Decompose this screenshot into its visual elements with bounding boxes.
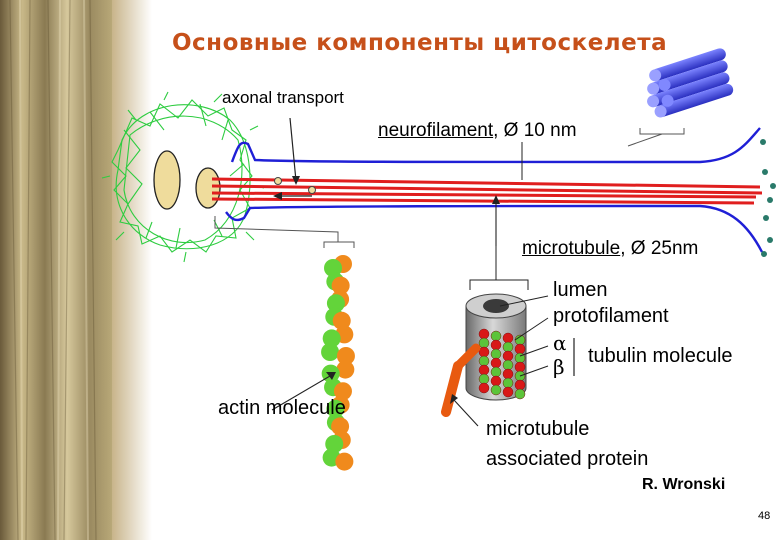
tubulin-subunit <box>478 373 490 385</box>
neurofilament-label: neurofilament, Ø 10 nm <box>378 120 577 142</box>
microtubule-size: , Ø 25nm <box>620 238 699 259</box>
tubulin-subunit <box>502 341 514 353</box>
tubulin-subunit <box>490 366 502 378</box>
actin-bead <box>331 276 350 295</box>
tubulin-subunit <box>514 388 526 400</box>
tubulin-molecule-label: tubulin molecule <box>588 345 733 367</box>
axon-membrane-bottom <box>225 204 764 253</box>
page-number: 48 <box>758 510 771 522</box>
map-protein-arm <box>453 343 481 371</box>
tubulin-subunit <box>478 328 490 340</box>
microtubule-label: microtubule, Ø 25nm <box>522 238 698 260</box>
actin-arrowhead <box>326 372 336 380</box>
map-label-line1: microtubule <box>486 418 590 440</box>
actin-bead <box>336 360 355 379</box>
tubulin-subunit <box>502 332 514 344</box>
tubulin-subunit <box>490 357 502 369</box>
synaptic-dots <box>760 139 776 257</box>
tubulin-subunit <box>514 379 526 391</box>
tubulin-subunit <box>502 350 514 362</box>
tubulin-subunit <box>490 384 502 396</box>
neurofilament-bundle-icon <box>647 48 734 118</box>
actin-bead <box>325 435 344 453</box>
tubulin-subunit <box>514 343 526 355</box>
beta-symbol: β <box>553 355 565 379</box>
alpha-pointer <box>519 345 549 357</box>
actin-bead <box>324 259 342 277</box>
tubulin-subunit <box>490 339 502 351</box>
tubulin-subunit <box>502 377 514 389</box>
actin-bead <box>332 311 351 330</box>
actin-bead <box>336 347 355 365</box>
axon-membrane-top <box>230 127 761 164</box>
tubulin-subunit <box>514 361 526 373</box>
actin-bracket <box>323 241 355 248</box>
axonal-transport-label: axonal transport <box>222 88 344 107</box>
neurofilament-size: , Ø 10 nm <box>493 120 577 141</box>
lumen-label: lumen <box>553 279 608 301</box>
transport-vesicles <box>274 177 316 194</box>
tubulin-subunit <box>490 330 502 342</box>
nucleus <box>153 150 181 210</box>
microtubule-lumen <box>483 299 509 313</box>
tubulin-subunit <box>490 348 502 360</box>
axonal-transport-pointer <box>289 117 297 182</box>
tubulin-lattice <box>478 328 526 400</box>
tubulin-subunit <box>490 375 502 387</box>
map-pointer <box>453 399 479 427</box>
actin-bead <box>321 343 340 361</box>
actin-bead <box>326 399 345 418</box>
tubulin-subunit <box>478 337 490 349</box>
tubulin-subunit <box>478 364 490 376</box>
actin-bead <box>333 382 352 401</box>
beta-pointer <box>519 365 549 377</box>
axon-fibers <box>211 177 763 205</box>
tubulin-subunit <box>478 346 490 358</box>
map-arrowhead <box>450 394 458 404</box>
tubulin-subunit <box>478 355 490 367</box>
map-label-line2: associated protein <box>486 448 649 470</box>
axonal-transport-arrowhead-left <box>273 192 282 200</box>
microtubule-arrowhead <box>492 195 500 204</box>
slide-title: Основные компоненты цитоскелета <box>172 30 668 56</box>
wood-border <box>0 0 152 540</box>
actin-bead <box>322 329 341 348</box>
neurofilament-bracket <box>639 128 685 135</box>
actin-molecule-label: actin molecule <box>218 397 346 419</box>
axonal-transport-arrowhead <box>292 176 300 185</box>
tubulin-subunit <box>502 359 514 371</box>
protofilament-label: protofilament <box>553 305 669 327</box>
actin-link-line <box>214 216 339 242</box>
axon-hillock <box>195 167 221 209</box>
microtubule-bracket <box>469 279 529 290</box>
microtubule-name: microtubule <box>522 238 621 259</box>
actin-pointer <box>271 375 331 411</box>
map-protein <box>441 361 463 417</box>
tubulin-subunit <box>502 368 514 380</box>
lumen-pointer <box>499 295 549 307</box>
neurofilament-link-line <box>627 133 663 147</box>
author-credit: R. Wronski <box>642 476 726 493</box>
actin-bead <box>335 452 354 471</box>
protofilament-pointer <box>514 317 549 341</box>
actin-bead <box>326 294 345 313</box>
actin-filament <box>321 255 355 471</box>
neurofilament-name: neurofilament <box>378 120 494 141</box>
actin-bead <box>331 417 350 436</box>
tubulin-subunit <box>478 382 490 394</box>
alpha-symbol: α <box>553 331 567 355</box>
tubulin-subunit <box>502 386 514 398</box>
